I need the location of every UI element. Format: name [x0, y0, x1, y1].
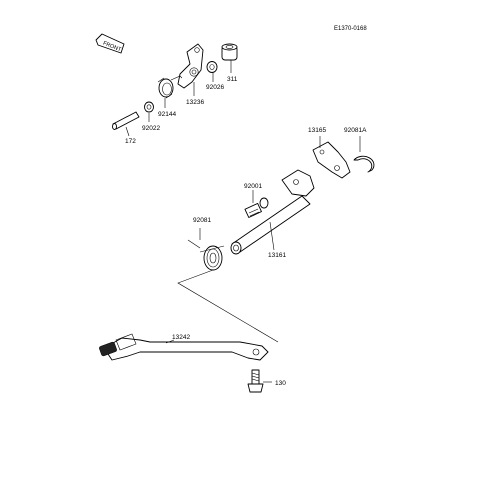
- reference-code: E1370-0168: [334, 26, 367, 32]
- label-172: 172: [125, 138, 136, 145]
- label-13236: 13236: [186, 99, 204, 106]
- arm-13236: [177, 43, 204, 89]
- label-92144: 92144: [158, 111, 176, 118]
- pin-172: [112, 111, 140, 130]
- label-311: 311: [227, 76, 238, 83]
- label-92001: 92001: [244, 183, 262, 190]
- label-92022: 92022: [142, 125, 160, 132]
- label-92081: 92081: [193, 217, 211, 224]
- washer-92026: [206, 61, 218, 73]
- plate-13165: [312, 141, 351, 179]
- spring-92144: [157, 75, 183, 99]
- bolt-92001: [244, 197, 269, 218]
- collar-311: [221, 43, 238, 61]
- label-13242: 13242: [172, 334, 190, 341]
- shaft-13161: [230, 169, 315, 255]
- label-13165: 13165: [308, 127, 326, 134]
- spring-92081: [187, 239, 225, 271]
- washer-92022: [144, 101, 154, 113]
- label-92081a: 92081A: [344, 127, 367, 134]
- label-130: 130: [275, 380, 286, 387]
- pedal-13242: [99, 333, 269, 361]
- label-92026: 92026: [206, 84, 224, 91]
- assembly-guide-line: [177, 269, 279, 343]
- circlip-92081a: [353, 155, 375, 173]
- front-arrow-icon: FRONT: [95, 33, 125, 54]
- label-13161: 13161: [268, 252, 286, 259]
- bolt-130: [247, 369, 264, 393]
